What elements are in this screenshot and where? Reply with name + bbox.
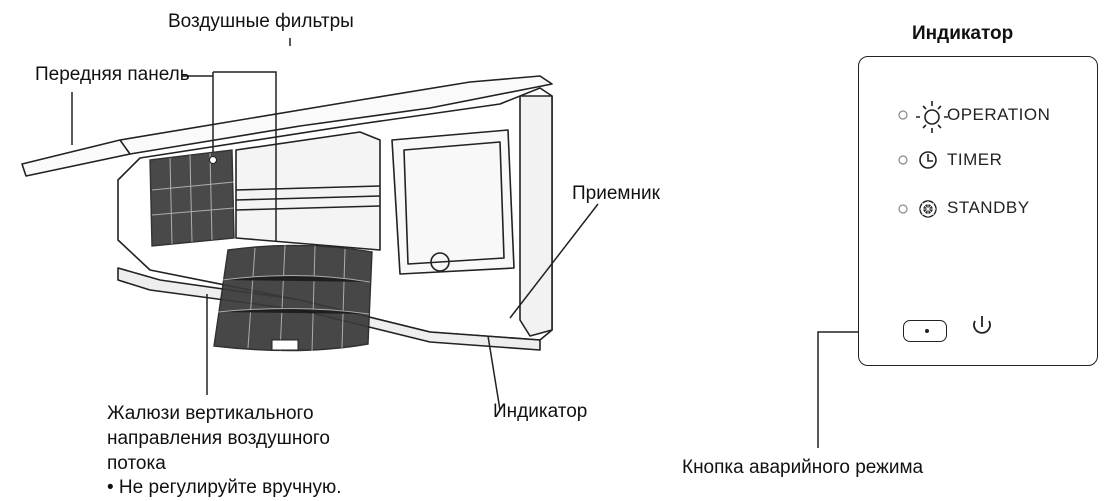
label-louvers-line2: направления воздушного (107, 427, 330, 450)
label-front-panel: Передняя панель (35, 63, 190, 86)
indicator-panel-title: Индикатор (912, 22, 1013, 45)
label-receiver: Приемник (572, 182, 660, 205)
timer-label: TIMER (947, 150, 1002, 170)
label-air-filters: Воздушные фильтры (168, 10, 354, 33)
standby-label: STANDBY (947, 198, 1030, 218)
emergency-button[interactable] (903, 320, 947, 342)
emergency-button-dot (925, 329, 929, 333)
label-emergency-button: Кнопка аварийного режима (682, 456, 923, 479)
operation-label: OPERATION (947, 105, 1050, 125)
label-louvers-note: • Не регулируйте вручную. (107, 476, 342, 499)
label-louvers-line3: потока (107, 452, 166, 475)
label-indicator-bottom: Индикатор (493, 400, 587, 423)
label-louvers-line1: Жалюзи вертикального (107, 402, 314, 425)
